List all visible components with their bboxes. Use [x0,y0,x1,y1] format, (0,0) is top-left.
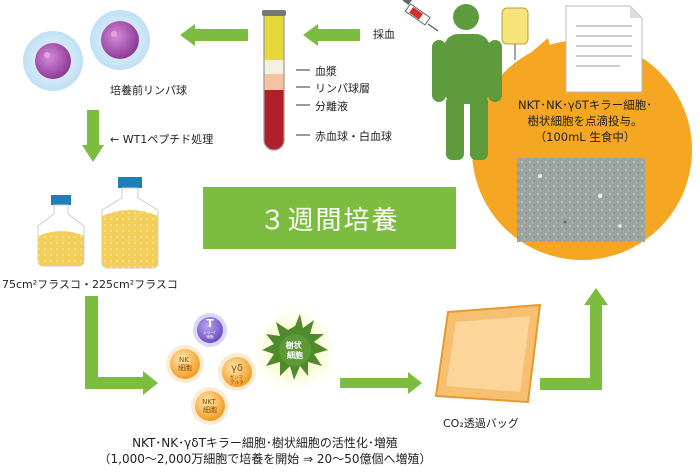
arrow-flask-elbow [85,296,158,395]
svg-text:T: T [206,317,214,330]
killer-t-cell: T [193,313,227,347]
co2-bag-label: CO₂透過バッグ [443,417,519,430]
dendritic-cell-label: 樹状 細胞 [286,340,305,360]
document-icon [565,5,643,93]
activation-proliferation-note: NKT･NK･γδTキラー細胞･樹状細胞の活性化･増殖 （1,000～2,000… [98,436,432,466]
syringe-icon [402,0,439,32]
arrow-cells-to-bag [340,372,422,394]
gd-t-cell [218,353,256,391]
three-week-culture-box: ３週間培養 [203,187,456,249]
nkt-cell-label: NKT 細胞 [202,398,218,414]
lymphocyte-cell [23,31,83,91]
arrow-cells-down [82,110,104,162]
test-tube [262,10,286,151]
lymphocyte-cell [90,10,150,70]
co2-bag [434,303,542,404]
gd-cell-label: γδ [231,363,243,374]
nk-cell [166,345,204,383]
arrow-from-tube-to-cells [180,24,248,46]
arrow-bag-elbow [540,288,608,390]
small-flask [37,195,85,267]
iv-bag-icon [501,7,529,60]
cell-microscope-image [517,158,645,242]
killer-t-cell-label: キラーT 細胞 [203,330,217,339]
pre-culture-lymphocytes-label: 培養前リンパ球 [110,84,187,97]
nkt-cell [191,387,229,425]
plasma-label: 血漿 [315,65,337,78]
gd-cell-sublabel: ガンマ デルタ [230,374,245,386]
arrow-from-person-to-tube [303,24,360,46]
flask-label: 75cm²フラスコ・225cm²フラスコ [2,278,178,291]
blood-draw-label: 採血 [373,28,395,41]
tube-leader-lines [296,69,310,136]
infusion-note: NKT･NK･γδTキラー細胞･ 樹状細胞を点滴投与。 （100mL 生食中） [517,98,653,144]
lymph-layer-label: リンパ球層 [315,82,370,95]
wt1-peptide-label: ← WT1ペプチド処理 [110,133,214,146]
dendritic-cell [253,308,337,392]
person-figure [432,4,502,160]
flow-arrows [82,24,608,395]
rbc-wbc-label: 赤血球・白血球 [315,130,392,143]
large-flask [101,177,159,269]
separation-fluid-label: 分離液 [315,100,348,113]
nk-cell-label: NK 細胞 [178,356,192,372]
infusion-circle-pointer [520,38,556,70]
